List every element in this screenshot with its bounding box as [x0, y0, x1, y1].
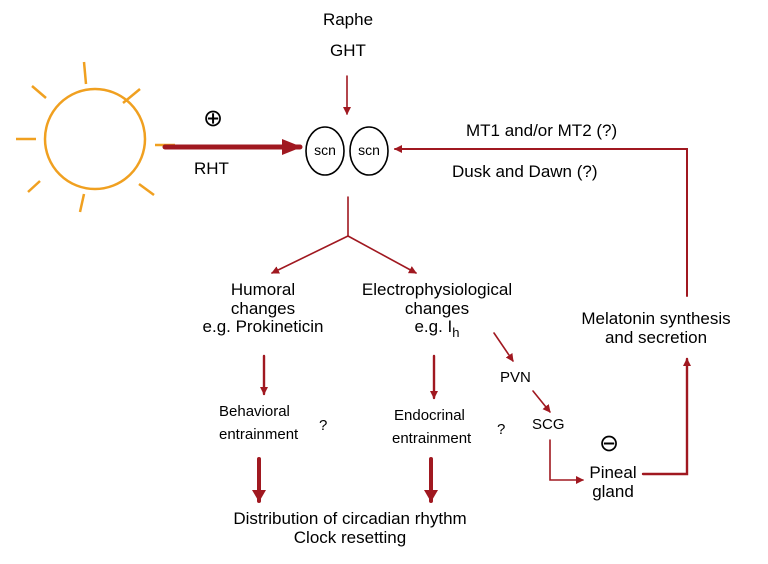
- output-line1: Distribution of circadian rhythm: [233, 509, 467, 528]
- electrophysiological-changes: Electrophysiological changes e.g. Ih: [345, 280, 529, 341]
- electro-line1: Electrophysiological: [361, 280, 513, 299]
- behavioral-line1: Behavioral: [219, 403, 290, 420]
- scn-right-label: scn: [358, 142, 380, 158]
- humoral-example: e.g. Prokineticin: [202, 317, 324, 337]
- melatonin-synthesis: Melatonin synthesis and secretion: [575, 309, 737, 347]
- arrow-to-electro: [347, 235, 417, 274]
- feedback-arrow: [394, 145, 688, 297]
- humoral-changes: Humoral changes e.g. Prokineticin: [199, 280, 327, 337]
- electro-example: e.g. Ih: [345, 317, 529, 341]
- output-line2: Clock resetting: [293, 527, 407, 547]
- sun-icon: [16, 61, 175, 213]
- ght-label: GHT: [330, 41, 366, 60]
- arrow-pineal-to-melatonin: [641, 357, 691, 476]
- pineal-line1: Pineal: [589, 463, 637, 482]
- pvn-label: PVN: [500, 369, 531, 386]
- raphe-label: Raphe: [322, 10, 374, 29]
- circadian-output: Distribution of circadian rhythm Clock r…: [200, 509, 500, 547]
- electro-example-text: e.g. I: [414, 317, 453, 337]
- humoral-line1: Humoral: [230, 280, 296, 299]
- humoral-line2: changes: [230, 298, 296, 318]
- electro-example-subscript: h: [452, 325, 460, 341]
- behavioral-line2: entrainment: [219, 426, 299, 443]
- melatonin-line2: and secretion: [604, 327, 708, 347]
- arrow-pvn-to-scg: [532, 390, 551, 413]
- scg-label: SCG: [532, 416, 565, 433]
- scn-left-label: scn: [314, 142, 336, 158]
- scn-right-oval: [349, 126, 389, 176]
- scn-left-oval: [305, 126, 345, 176]
- rht-label: RHT: [194, 159, 229, 178]
- inhibitory-sign: ⊖: [598, 430, 620, 457]
- arrow-to-pvn: [493, 332, 514, 362]
- pineal-line2: gland: [592, 481, 634, 501]
- pineal-gland: Pineal gland: [580, 463, 646, 501]
- endocrinal-question: ?: [497, 421, 506, 438]
- electro-line2: changes: [404, 298, 470, 318]
- dusk-dawn-label: Dusk and Dawn (?): [452, 162, 598, 181]
- melatonin-line1: Melatonin synthesis: [581, 309, 731, 328]
- endocrinal-line1: Endocrinal: [394, 407, 465, 424]
- arrow-scg-to-pineal: [549, 439, 584, 484]
- arrow-to-humoral: [271, 235, 349, 274]
- receptor-label: MT1 and/or MT2 (?): [466, 121, 618, 140]
- behavioral-question: ?: [319, 417, 328, 434]
- endocrinal-line2: entrainment: [392, 430, 472, 447]
- excitatory-sign: ⊕: [202, 105, 224, 132]
